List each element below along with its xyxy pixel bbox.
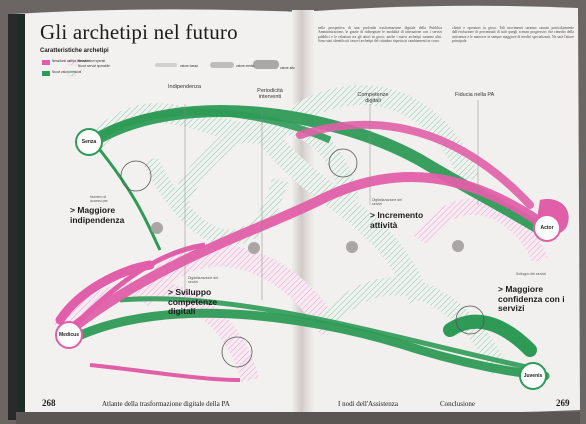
book-spine-edge bbox=[8, 14, 17, 420]
running-footer-right-2: Conclusione bbox=[440, 400, 475, 408]
column-label-indipendenza: Indipendenza bbox=[168, 84, 202, 90]
note-left-1: Numero di accessi per bbox=[90, 195, 108, 203]
column-label-fiducia: Fiducia nella PA bbox=[455, 92, 495, 98]
highlight-maggiore-indipendenza: > Maggiore indipendenza bbox=[70, 205, 125, 225]
node-juvenis: Juvenis bbox=[523, 373, 543, 379]
node-senza-circle bbox=[75, 128, 103, 156]
page-subtitle: Caratteristiche archetipi bbox=[40, 48, 109, 54]
legend-item-2: Nuovi valori sperati bbox=[78, 59, 106, 63]
note-right-1: Digitalizzazione dei servizi bbox=[372, 198, 402, 206]
node-medicus-circle bbox=[55, 321, 83, 349]
column-label-periodicita: Periodicità interventi bbox=[257, 88, 283, 100]
running-footer-right-1: I nodi dell'Assistenza bbox=[338, 400, 398, 408]
column-label-competenze: Competenze digitali bbox=[357, 92, 389, 104]
running-footer-left: Atlante della trasformazione digitale de… bbox=[102, 400, 230, 408]
highlight-incremento-attivita: > Incremento attività bbox=[370, 210, 424, 230]
legend-item-4: Nuovi valori cresciuti bbox=[52, 70, 82, 74]
legend-item-3: Nuovi servizi sperabile bbox=[78, 64, 110, 68]
page-number-left: 268 bbox=[42, 398, 56, 408]
page-title: Gli archetipi nel futuro bbox=[40, 20, 238, 44]
legend-item-1: Nessifunti cattivo istemale bbox=[52, 59, 89, 63]
green-ribbon-medicus-juvenis bbox=[65, 308, 550, 381]
highlight-maggiore-confidenza: > Maggiore confidenza con i servizi bbox=[498, 284, 565, 313]
node-juvenis-circle bbox=[519, 362, 547, 390]
note-right-2: Sviluppo dei servizi bbox=[516, 272, 546, 276]
node-actor-circle bbox=[533, 214, 561, 242]
highlight-sviluppo-competenze: > Sviluppo competenze digitali bbox=[168, 287, 218, 316]
legend-item-7: valore alto bbox=[280, 66, 295, 70]
note-left-2: Digitalizzazione dei servizi bbox=[188, 276, 218, 284]
legend-item-6: valore medio bbox=[236, 64, 255, 68]
body-text-column-1: nella prospettiva di una profonda trasfo… bbox=[318, 26, 442, 44]
page-number-right: 269 bbox=[556, 398, 570, 408]
node-actor: Actor bbox=[540, 225, 554, 231]
node-medicus: Medicus bbox=[58, 332, 79, 338]
body-text-column-2: clienti e operatori in gioco. Tali movim… bbox=[452, 26, 574, 44]
node-senza: Senza bbox=[81, 139, 97, 145]
legend-item-5: valore basso bbox=[180, 64, 199, 68]
pink-ribbon-medicus-actor bbox=[65, 171, 545, 335]
